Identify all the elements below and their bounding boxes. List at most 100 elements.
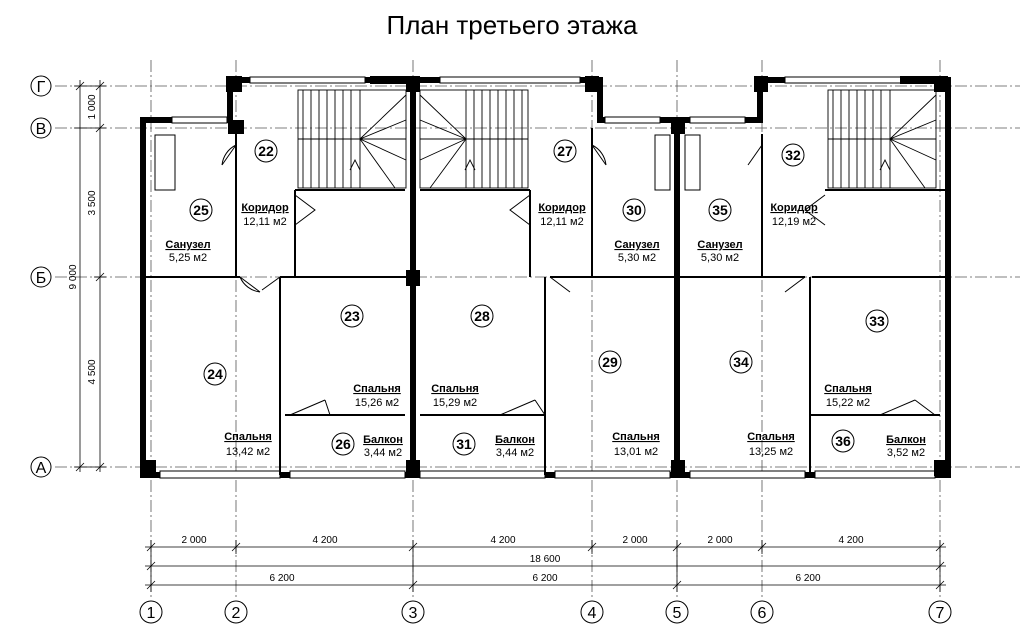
room-number: 33 (869, 313, 885, 329)
room-number: 26 (335, 436, 351, 452)
stairs (297, 89, 937, 189)
columns (140, 76, 948, 476)
room-32: 32 (781, 143, 805, 167)
dimension-lines-left (74, 80, 106, 472)
room-number-circle (203, 362, 227, 386)
room-area: 5,30 м2 (701, 252, 739, 264)
room-name: Спальня (224, 431, 272, 443)
room-35: 35 (708, 198, 732, 222)
svg-text:Спальня: Спальня (353, 383, 401, 395)
axis-label: Г (37, 79, 46, 96)
axis-label: А (36, 460, 47, 477)
dim-half-1: 6 200 (269, 573, 294, 584)
room-area: 12,11 м2 (243, 216, 286, 228)
axis-label: Б (36, 270, 47, 287)
svg-text:Санузел: Санузел (165, 239, 210, 251)
svg-text:Спальня: Спальня (747, 431, 795, 443)
room-number: 35 (712, 202, 728, 218)
svg-text:Санузел: Санузел (697, 239, 742, 251)
axis-label: 1 (147, 605, 156, 622)
room-name: Санузел (697, 239, 742, 251)
svg-text:Спальня: Спальня (824, 383, 872, 395)
room-area: 15,29 м2 (433, 397, 477, 409)
room-area: 13,01 м2 (614, 446, 658, 458)
dim-left-total: 9 000 (68, 264, 79, 289)
room-number-circle (865, 309, 889, 333)
room-34: 34 (729, 350, 753, 374)
room-31: 31 (452, 432, 476, 456)
room-area: 12,19 м2 (772, 216, 816, 228)
room-24: 24 (203, 362, 227, 386)
room-name: Спальня (824, 383, 872, 395)
room-number-circle (729, 350, 753, 374)
svg-text:Балкон: Балкон (495, 434, 535, 446)
svg-text:Спальня: Спальня (612, 431, 660, 443)
dim-half-2: 6 200 (532, 573, 557, 584)
room-name: Спальня (612, 431, 660, 443)
dim-seg-5: 2 000 (707, 535, 732, 546)
room-number: 23 (344, 308, 360, 324)
axis-bubbles-left: Г В Б А (30, 75, 52, 478)
room-29: 29 (598, 350, 622, 374)
axis-label: 7 (936, 605, 945, 622)
dim-seg-1: 2 000 (181, 535, 206, 546)
axis-label: В (36, 121, 47, 138)
room-area: 3,44 м2 (496, 447, 534, 459)
room-area: 15,22 м2 (826, 397, 870, 409)
room-number-circle (598, 350, 622, 374)
room-name: Балкон (886, 434, 926, 446)
room-name: Санузел (614, 239, 659, 251)
room-number-circle (831, 429, 855, 453)
room-number-circle (622, 198, 646, 222)
room-number: 25 (193, 202, 209, 218)
room-name: Санузел (165, 239, 210, 251)
room-number-circle (331, 432, 355, 456)
room-number: 24 (207, 366, 223, 382)
room-26: 26 (331, 432, 355, 456)
room-area: 13,25 м2 (749, 446, 793, 458)
room-name: Коридор (241, 202, 289, 214)
room-number-circle (189, 198, 213, 222)
room-number-circle (553, 139, 577, 163)
room-area: 5,25 м2 (169, 252, 207, 264)
room-number-circle (254, 139, 278, 163)
svg-text:Коридор: Коридор (241, 202, 289, 214)
room-name: Балкон (363, 434, 403, 446)
plan-title: План третьего этажа (386, 10, 638, 40)
room-name: Спальня (747, 431, 795, 443)
room-area: 15,26 м2 (355, 397, 399, 409)
axis-label: 3 (409, 605, 418, 622)
dim-seg-2: 4 200 (312, 535, 337, 546)
room-number-circle (452, 432, 476, 456)
interior-walls (143, 128, 945, 475)
room-23: 23 (340, 304, 364, 328)
room-name: Коридор (538, 202, 586, 214)
svg-text:Спальня: Спальня (224, 431, 272, 443)
room-number: 30 (626, 202, 642, 218)
axis-label: 5 (673, 605, 682, 622)
dim-seg-3: 4 200 (490, 535, 515, 546)
dim-half-3: 6 200 (795, 573, 820, 584)
svg-text:Санузел: Санузел (614, 239, 659, 251)
room-name: Балкон (495, 434, 535, 446)
room-number-circle (470, 304, 494, 328)
room-number: 29 (602, 354, 618, 370)
room-area: 12,11 м2 (540, 216, 583, 228)
room-area: 3,52 м2 (887, 447, 925, 459)
dim-left-3: 4 500 (87, 359, 98, 384)
room-27: 27 (553, 139, 577, 163)
svg-text:Спальня: Спальня (431, 383, 479, 395)
room-number-circle (708, 198, 732, 222)
axis-label: 2 (232, 605, 241, 622)
room-number: 28 (474, 308, 490, 324)
room-number: 32 (785, 147, 801, 163)
room-30: 30 (622, 198, 646, 222)
svg-text:Балкон: Балкон (886, 434, 926, 446)
dim-seg-6: 4 200 (838, 535, 863, 546)
room-25: 25 (189, 198, 213, 222)
room-28: 28 (470, 304, 494, 328)
room-number: 36 (835, 433, 851, 449)
room-name: Спальня (353, 383, 401, 395)
room-number-circle (340, 304, 364, 328)
windows (159, 76, 936, 479)
